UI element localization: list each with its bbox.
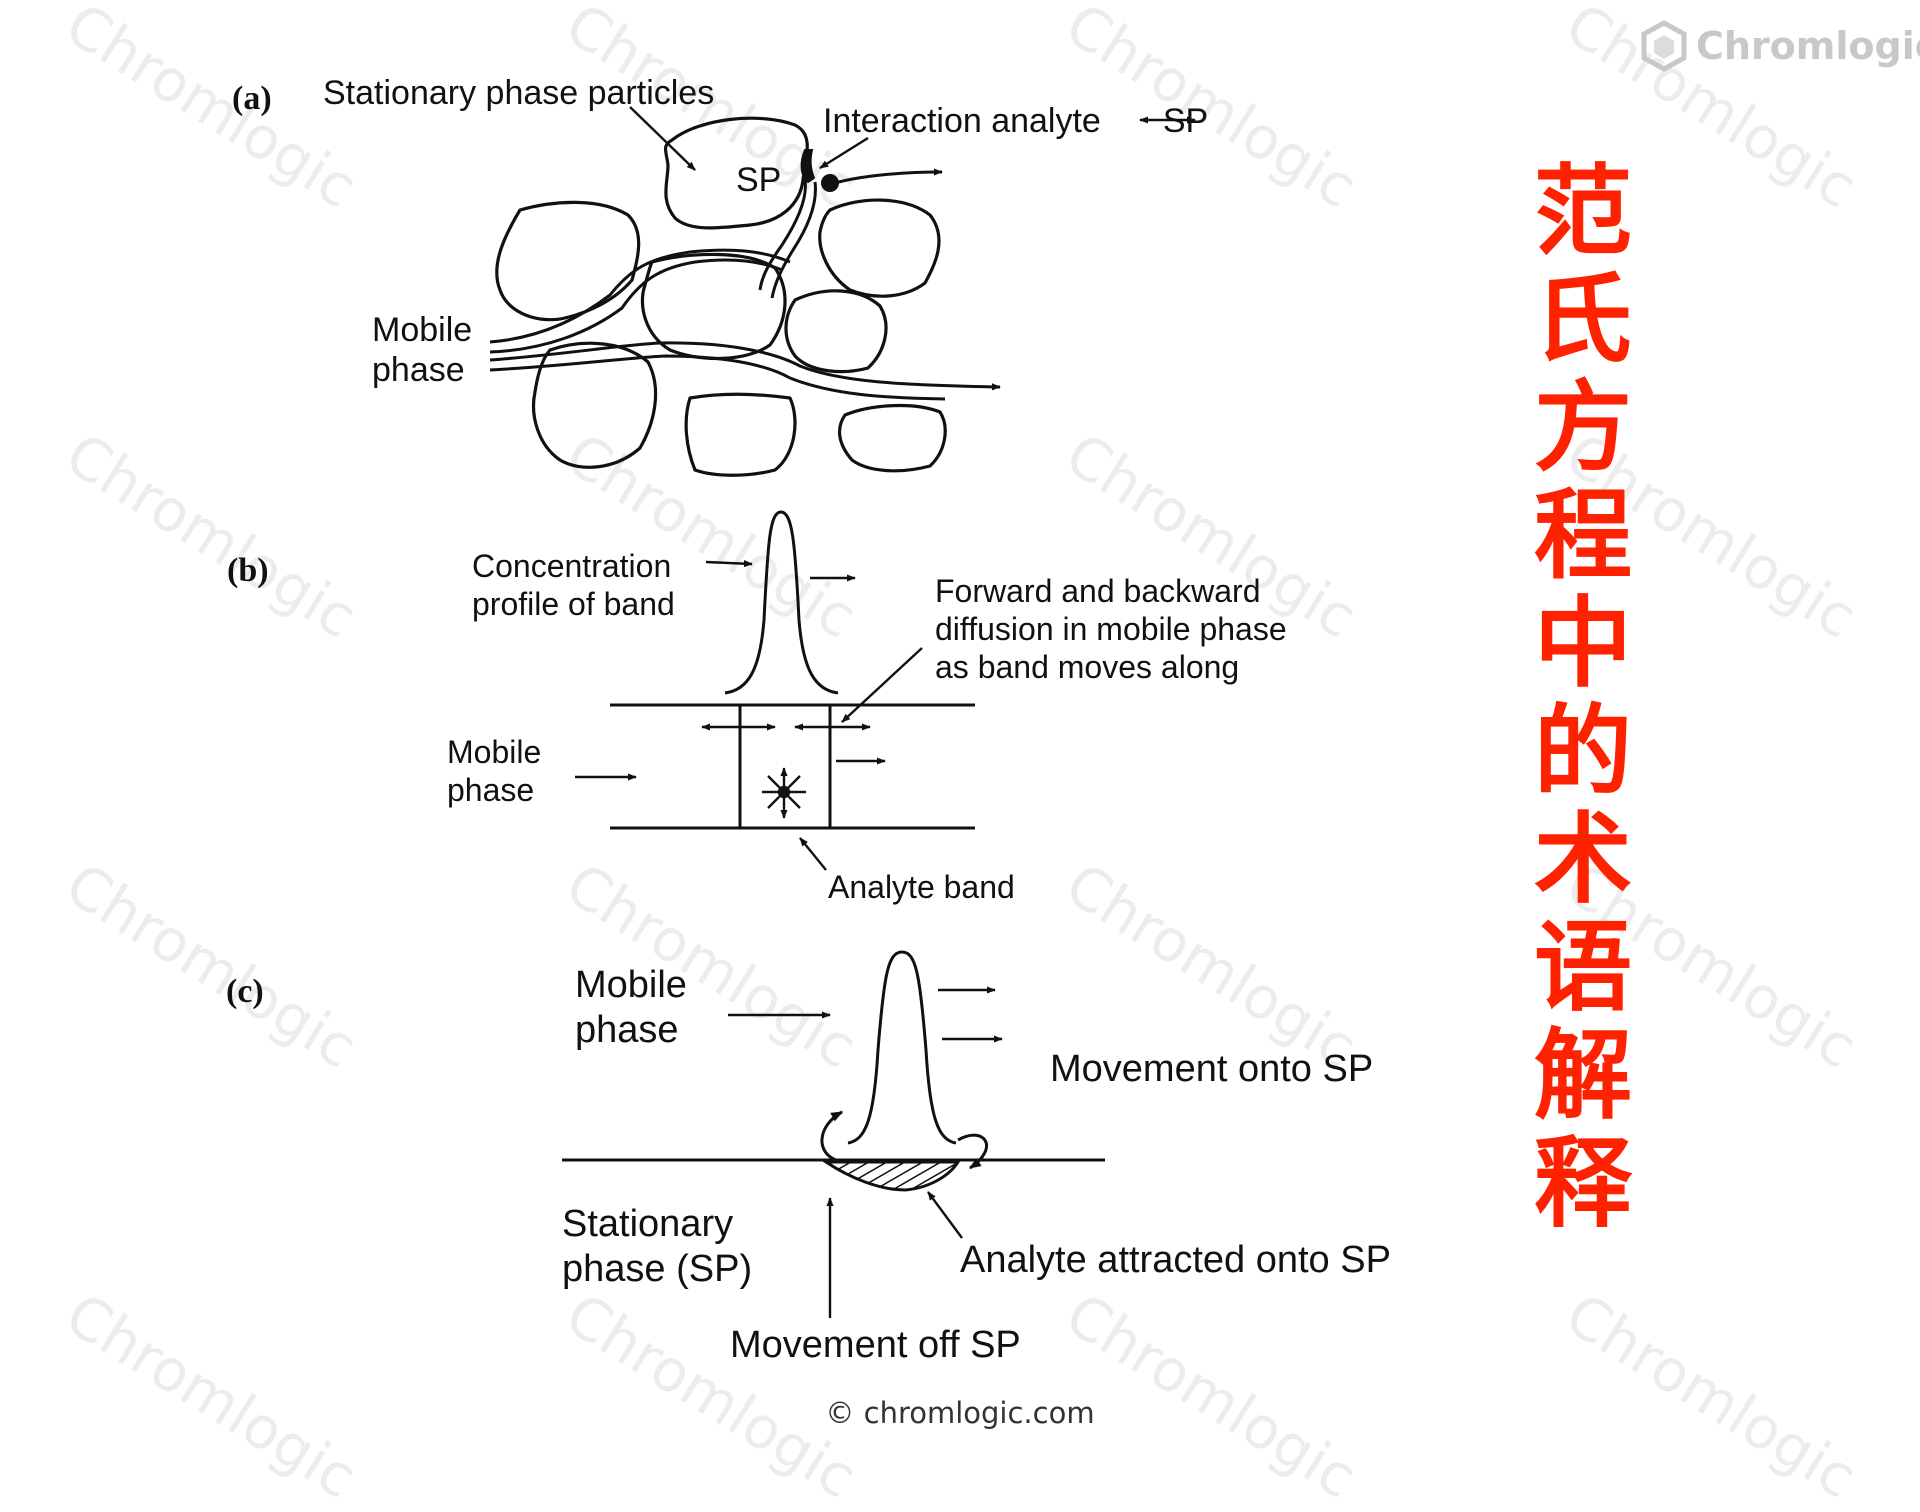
footer-copyright: © chromlogic.com bbox=[825, 1396, 1095, 1430]
interaction-label: Interaction analyte SP bbox=[823, 101, 1208, 141]
analyte-band-label: Analyte band bbox=[828, 869, 1015, 905]
panel-b-drawing bbox=[610, 510, 975, 830]
panel-a-tag: (a) bbox=[232, 80, 272, 117]
particle bbox=[640, 252, 787, 361]
particle bbox=[784, 289, 888, 374]
movement-onto-label: Movement onto SP bbox=[1050, 1048, 1374, 1090]
particle bbox=[531, 341, 658, 469]
sp-particle bbox=[663, 116, 809, 230]
hexagon-logo-icon bbox=[1641, 20, 1687, 72]
particle bbox=[837, 403, 947, 473]
sp-particle-label: SP bbox=[736, 161, 782, 199]
diagram-drawing bbox=[489, 106, 1196, 1318]
mobile-phase-label-b: Mobile phase bbox=[447, 734, 542, 808]
stationary-phase-label: Stationary phase (SP) bbox=[562, 1203, 753, 1290]
mobile-phase-label-c: Mobile phase bbox=[575, 964, 687, 1051]
diagram-stage: Chromlogic Chromlogic Chromlogic Chromlo… bbox=[54, 0, 1920, 1512]
adsorbed-band bbox=[821, 1160, 961, 1192]
interaction-target-text: SP bbox=[1162, 102, 1209, 140]
diffusion-star bbox=[762, 767, 806, 819]
side-title: 范氏方程中的术语解释 bbox=[1533, 155, 1632, 1241]
movement-off-label: Movement off SP bbox=[730, 1324, 1021, 1366]
analyte-dot bbox=[821, 174, 839, 192]
analyte-attracted-label: Analyte attracted onto SP bbox=[960, 1239, 1391, 1281]
panel-a-flow-lines bbox=[489, 168, 1001, 401]
interaction-site bbox=[800, 149, 816, 184]
interaction-analyte-text: Interaction analyte bbox=[823, 102, 1101, 140]
mobile-phase-label-a: Mobile phase bbox=[372, 311, 473, 390]
diffusion-label: Forward and backward diffusion in mobile… bbox=[935, 573, 1287, 685]
brand-logo: Chromlogic bbox=[1640, 20, 1920, 72]
panel-a-particles bbox=[495, 116, 947, 477]
particle bbox=[684, 392, 797, 477]
brand-name: Chromlogic bbox=[1696, 24, 1920, 68]
panel-c-tag: (c) bbox=[226, 973, 264, 1010]
panel-b-tag: (b) bbox=[227, 552, 269, 589]
stationary-particles-label: Stationary phase particles bbox=[323, 74, 715, 112]
particle bbox=[818, 198, 941, 298]
particle bbox=[495, 200, 641, 322]
concentration-profile-label: Concentration profile of band bbox=[472, 548, 675, 622]
